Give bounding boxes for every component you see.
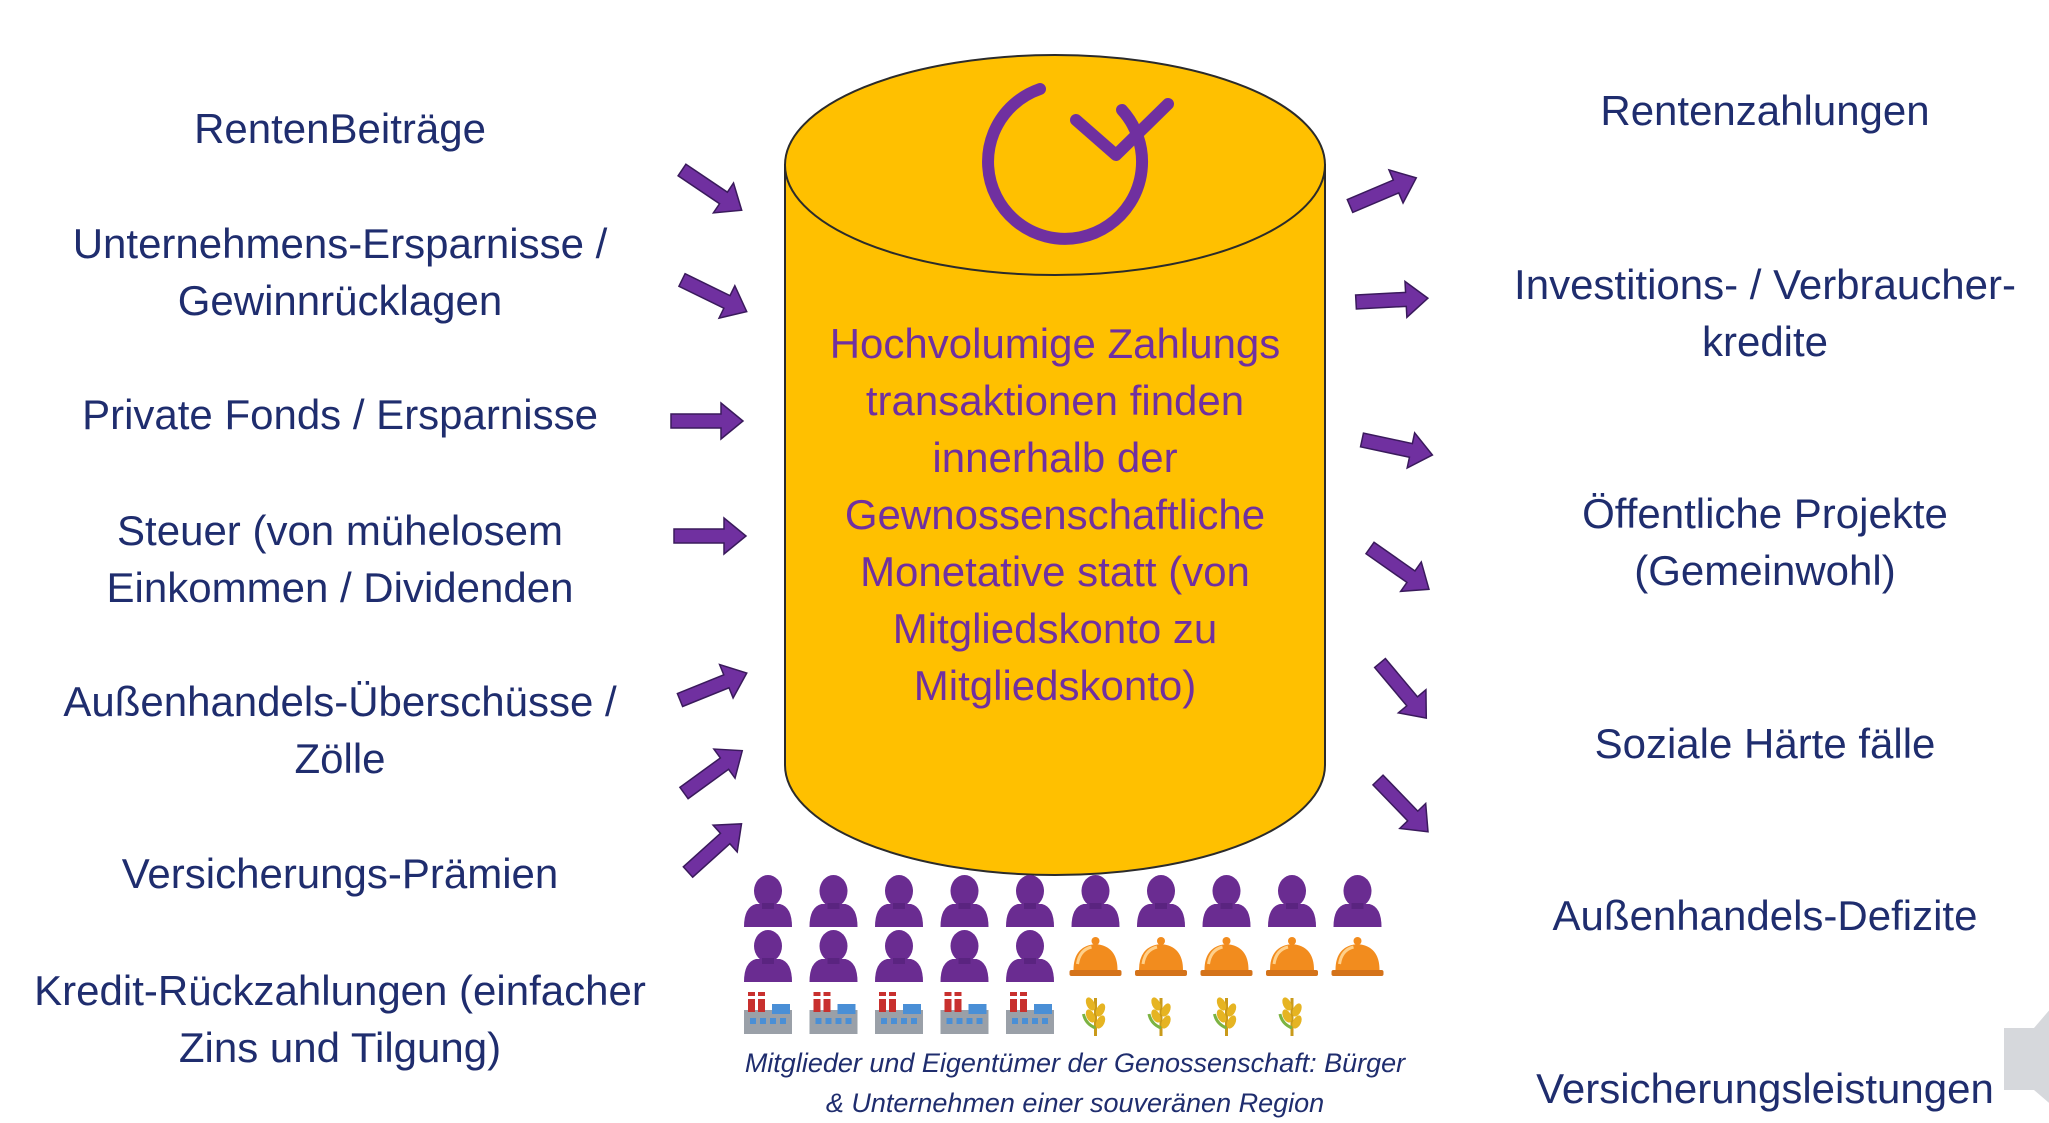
members-caption-line: & Unternehmen einer souveränen Region <box>825 1088 1325 1118</box>
outflow-label-line: Rentenzahlungen <box>1600 87 1930 134</box>
person-icon <box>1268 875 1316 927</box>
service-bell-icon <box>1199 935 1254 978</box>
factory-icon <box>1006 992 1054 1034</box>
person-icon <box>744 930 792 982</box>
inflow-label-line: Außenhandels-Überschüsse / <box>63 678 617 725</box>
inflow-arrow <box>673 263 756 329</box>
wheat-icon <box>1082 994 1109 1038</box>
wheat-icon <box>1147 994 1175 1038</box>
outflow-arrows <box>1342 160 1442 846</box>
wheat-icon <box>1278 994 1306 1038</box>
inflow-label-line: Unternehmens-Ersparnisse / <box>72 220 608 267</box>
members-caption: Mitglieder und Eigentümer der Genossensc… <box>730 1043 1420 1123</box>
cylinder-text-line: Mitgliedskonto zu <box>892 605 1218 652</box>
outflow-arrow <box>1342 160 1425 224</box>
person-icon <box>1006 875 1054 927</box>
factory-icon <box>875 992 923 1034</box>
person-icon <box>940 930 989 982</box>
outflow-label-line: Soziale Härte fälle <box>1594 720 1936 767</box>
inflow-label-steuer: Steuer (von mühelosem Einkommen / Divide… <box>0 502 680 616</box>
person-icon <box>809 875 858 927</box>
inflow-arrow <box>673 517 747 555</box>
outflow-label-rentenzahlungen: Rentenzahlungen <box>1475 82 2049 139</box>
cylinder-text: Hochvolumige Zahlungs transaktionen find… <box>790 315 1320 714</box>
cylinder-text-line: Gewnossenschaftliche <box>844 491 1266 538</box>
outflow-arrow <box>1364 766 1442 846</box>
outflow-arrow <box>1358 532 1441 605</box>
person-icon <box>1333 875 1382 927</box>
inflow-arrow <box>672 735 754 809</box>
service-bell-icon <box>1133 935 1189 978</box>
inflow-arrow <box>675 809 755 887</box>
outflow-label-versicherungsleistungen: Versicherungsleistungen <box>1475 1060 2049 1117</box>
members-icon-grid <box>744 875 1385 1038</box>
service-bell-icon <box>1330 935 1385 978</box>
inflow-label-kredit-rueckzahlungen: Kredit-Rückzahlungen (einfacher Zins und… <box>0 962 680 1076</box>
inflow-label-versicherungs-praemien: Versicherungs-Prämien <box>0 845 680 902</box>
person-icon <box>875 875 923 927</box>
factory-icon <box>744 992 792 1034</box>
inflow-arrow <box>670 402 744 440</box>
outflow-label-line: Investitions- / Verbraucher- <box>1514 261 2016 308</box>
wheat-icon <box>1213 994 1240 1038</box>
person-icon <box>1071 875 1120 927</box>
inflow-label-aussenhandels-ueberschuesse: Außenhandels-Überschüsse / Zölle <box>0 673 680 787</box>
factory-icon <box>940 992 989 1034</box>
person-icon <box>809 930 858 982</box>
service-bell-icon <box>1068 935 1123 978</box>
inflow-label-line: Steuer (von mühelosem <box>117 507 563 554</box>
outflow-label-line: kredite <box>1701 318 1829 365</box>
person-icon <box>1006 930 1054 982</box>
cylinder-text-line: Monetative statt (von <box>860 548 1250 595</box>
outflow-label-investitionskredite: Investitions- / Verbraucher- kredite <box>1475 256 2049 370</box>
outflow-arrow <box>1354 279 1430 321</box>
inflow-label-line: Private Fonds / Ersparnisse <box>82 391 598 438</box>
inflow-label-line: Versicherungs-Prämien <box>121 850 559 897</box>
cylinder-text-line: Hochvolumige Zahlungs <box>829 320 1281 367</box>
outflow-arrow <box>1357 421 1437 474</box>
cylinder <box>784 54 1326 876</box>
outflow-label-line: Versicherungsleistungen <box>1536 1065 1994 1112</box>
cylinder-text-line: Mitgliedskonto) <box>913 662 1197 709</box>
person-icon <box>940 875 989 927</box>
service-bell-icon <box>1264 935 1320 978</box>
inflow-label-line: Zölle <box>294 735 386 782</box>
outflow-arrow <box>1365 650 1441 731</box>
members-caption-line: Mitglieder und Eigentümer der Genossensc… <box>744 1048 1406 1078</box>
outflow-label-aussenhandels-defizite: Außenhandels-Defizite <box>1475 887 2049 944</box>
outflow-label-line: Öffentliche Projekte <box>1582 490 1948 537</box>
person-icon <box>875 930 923 982</box>
inflow-label-private-fonds: Private Fonds / Ersparnisse <box>0 386 680 443</box>
outflow-label-line: (Gemeinwohl) <box>1634 547 1896 594</box>
inflow-arrow <box>672 655 755 718</box>
person-icon <box>1137 875 1185 927</box>
cylinder-text-line: transaktionen finden <box>865 377 1245 424</box>
person-icon <box>744 875 792 927</box>
inflow-label-line: Zins und Tilgung) <box>178 1024 502 1071</box>
person-icon <box>1202 875 1251 927</box>
inflow-label-line: RentenBeiträge <box>194 105 486 152</box>
inflow-label-line: Einkommen / Dividenden <box>106 564 574 611</box>
cycle-arrow-icon <box>982 83 1174 245</box>
inflow-label-renten-beitraege: RentenBeiträge <box>0 100 680 157</box>
inflow-label-line: Kredit-Rückzahlungen (einfacher <box>34 967 646 1014</box>
outflow-label-line: Außenhandels-Defizite <box>1552 892 1978 939</box>
cylinder-text-line: innerhalb der <box>932 434 1178 481</box>
outflow-label-soziale-haertefaelle: Soziale Härte fälle <box>1475 715 2049 772</box>
inflow-label-line: Gewinnrücklagen <box>177 277 503 324</box>
inflow-label-unternehmens-ersparnisse: Unternehmens-Ersparnisse / Gewinnrücklag… <box>0 215 680 329</box>
factory-icon <box>809 992 858 1034</box>
inflow-arrow <box>671 154 753 226</box>
outflow-label-oeffentliche-projekte: Öffentliche Projekte (Gemeinwohl) <box>1475 485 2049 599</box>
speaker-icon <box>2004 1010 2049 1103</box>
inflow-arrows <box>670 154 756 887</box>
